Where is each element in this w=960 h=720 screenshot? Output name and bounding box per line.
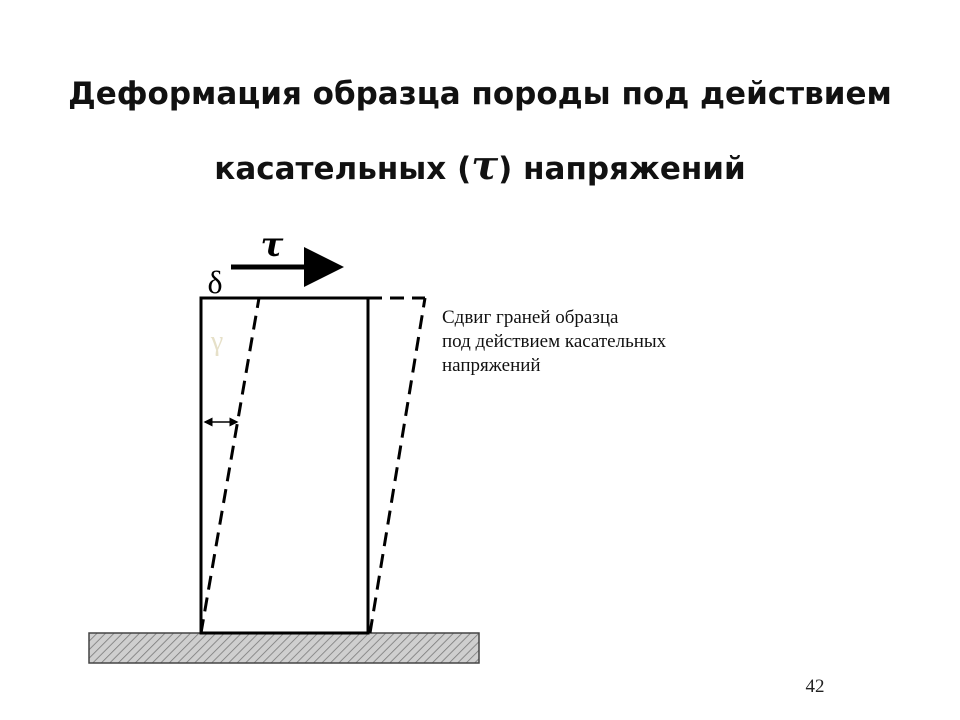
caption-line-2: под действием касательных	[442, 331, 667, 352]
gamma-label: γ	[210, 326, 223, 357]
sheared-right-edge	[368, 297, 427, 634]
title-line-2-start: касательных (	[214, 151, 472, 187]
caption-line-1: Сдвиг граней образца	[442, 307, 619, 328]
diagram-caption: Сдвиг граней образца под действием касат…	[442, 306, 762, 378]
slide-title: Деформация образца породы под действием …	[0, 58, 960, 205]
title-line-1: Деформация образца породы под действием	[68, 76, 892, 112]
sample-original-outline	[199, 296, 370, 635]
tau-label: τ	[261, 225, 284, 265]
page-number: 42	[805, 676, 825, 697]
title-line-2-end: ) напряжений	[498, 151, 746, 187]
ground-base	[88, 632, 480, 664]
sheared-left-edge	[199, 297, 261, 634]
caption-line-3: напряжений	[442, 355, 541, 376]
delta-label: δ	[207, 264, 222, 300]
title-tau-symbol: τ	[471, 142, 499, 189]
title-line-2: касательных (τ) напряжений	[0, 130, 960, 205]
